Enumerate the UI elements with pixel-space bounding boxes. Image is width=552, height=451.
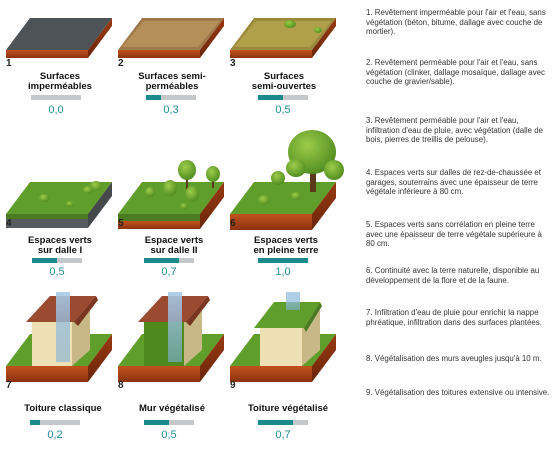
coefficient-value: 0,5 [49,266,65,278]
block-4-green-slab-1 [6,181,112,228]
coefficient-bar [146,95,196,100]
legend-item: 1. Revêtement imperméable pour l'air et … [366,8,546,37]
coefficient-bar [258,258,308,263]
panel-number: 8 [118,380,124,391]
block-7-classic-roof [6,292,112,382]
legend-item: 5. Espaces verts sans corrélation en ple… [366,220,542,249]
coefficient-value: 0,7 [161,266,177,278]
coefficient-value: 1,0 [275,266,291,278]
panel-number: 2 [118,58,124,69]
coefficient-bar-fill [258,420,293,425]
panel-number: 4 [6,218,12,229]
panel-number: 1 [6,58,12,69]
panel-caption: Toiture végétalisé [247,403,329,414]
block-5-green-slab-2 [118,160,224,229]
panel-caption: Surfaces semi-perméables [138,71,206,92]
legend-item: 3. Revêtement perméable pour l'air et l'… [366,116,543,145]
block-6-green-open-ground [230,130,344,230]
block-1-impermeable [6,18,112,58]
coefficient-bar-fill [30,420,40,425]
panel-number: 7 [6,380,12,391]
panel-number: 5 [118,218,124,229]
block-9-green-roof [230,292,336,382]
legend-item: 2. Revêtement perméable pour l'air et l'… [366,58,545,87]
coefficient-value: 0,5 [275,104,291,116]
panel-caption: Mur végétalisé [139,403,205,414]
legend-item: 6. Continuité avec la terre naturelle, d… [366,266,540,285]
panel-number: 6 [230,218,236,229]
block-3-semi-open [230,18,336,58]
coefficient-bar-fill [258,95,283,100]
coefficient-bar [32,258,82,263]
coefficient-bar [144,258,194,263]
panel-caption: Toiture classique [24,403,102,414]
legend-item: 7. Infiltration d'eau de pluie pour enri… [366,308,542,327]
coefficient-value: 0,7 [275,429,291,441]
legend-item: 8. Végétalisation des murs aveugles jusq… [366,354,542,363]
coefficient-bar [258,95,308,100]
coefficient-bar-fill [258,258,308,263]
panel-number: 9 [230,380,236,391]
coefficient-value: 0,5 [161,429,177,441]
panel-number: 3 [230,58,236,69]
coefficient-bar [30,420,80,425]
block-2-semi-permeable [118,18,224,58]
coefficient-bar [258,420,308,425]
block-8-green-wall [118,292,224,382]
coefficient-bar-fill [146,95,161,100]
coefficient-bar [144,420,194,425]
coefficient-bar-fill [144,420,169,425]
coefficient-bar [31,95,81,100]
legend-item: 9. Végétalisation des toitures extensive… [366,388,550,397]
legend-item: 4. Espaces verts sur dalles de rez-de-ch… [366,168,541,197]
coefficient-value: 0,0 [48,104,64,116]
coefficient-bar-fill [32,258,57,263]
coefficient-value: 0,3 [163,104,179,116]
coefficient-bar-fill [144,258,179,263]
coefficient-value: 0,2 [47,429,63,441]
